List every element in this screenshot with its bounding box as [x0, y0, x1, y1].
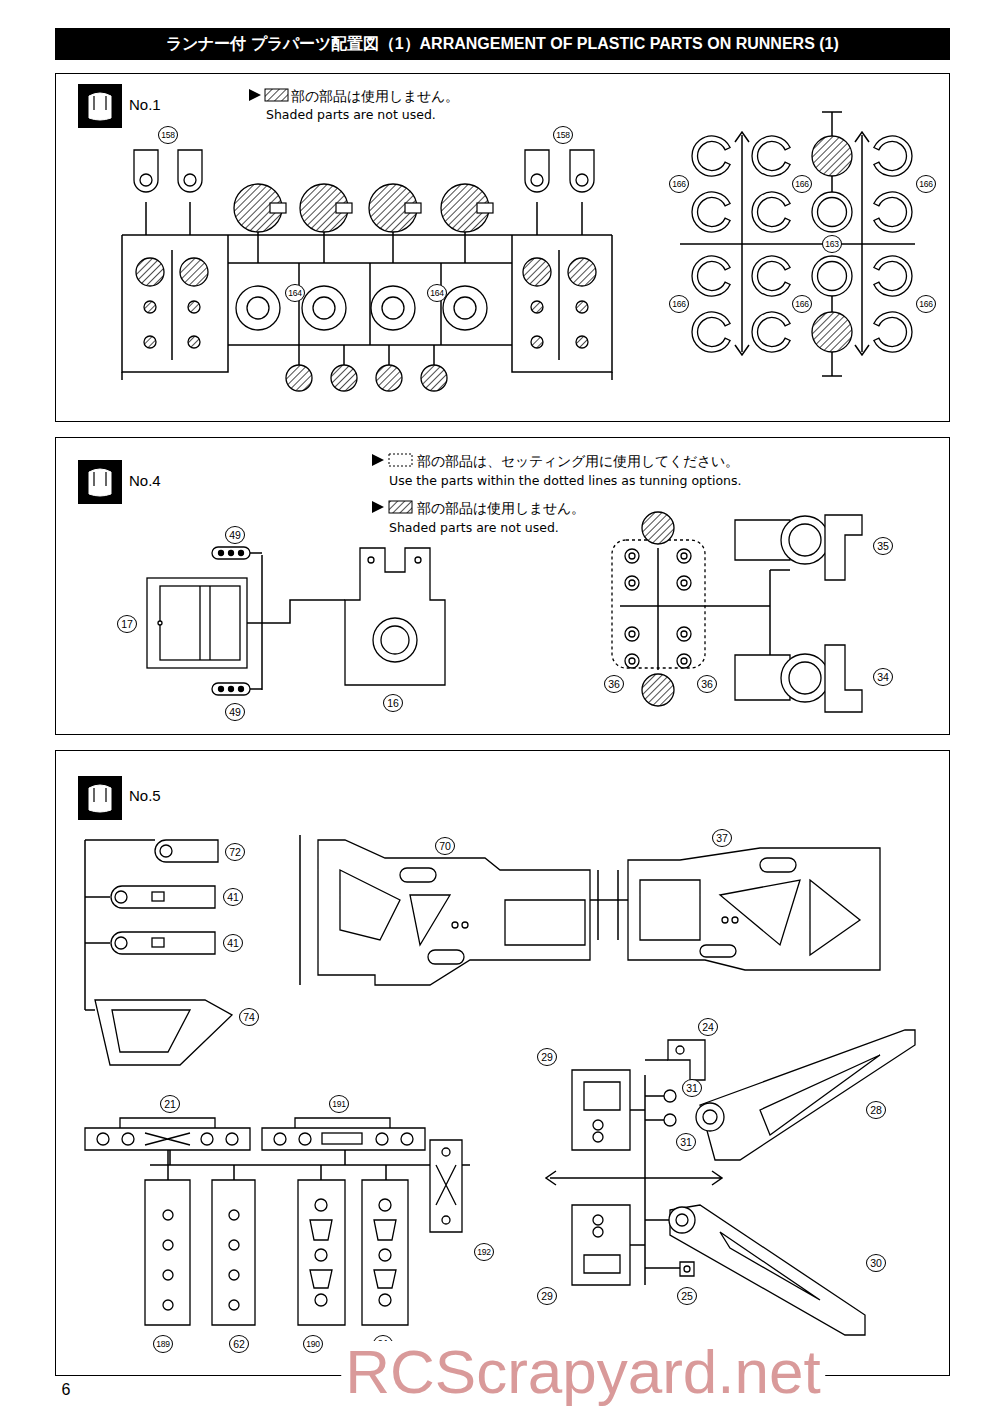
runner-number: No.4 — [129, 472, 161, 490]
callout-number: 192 — [474, 1243, 494, 1261]
callout-number: 189 — [153, 1335, 173, 1353]
callout-number: 158 — [553, 126, 573, 144]
note-text: 部の部品は、セッティング用に使用してください。 — [417, 453, 739, 469]
callout-number: 16 — [383, 694, 403, 712]
watermark: RCScrapyard.net — [341, 1341, 825, 1403]
callout-number: 21 — [160, 1095, 180, 1113]
callout-number: 35 — [873, 537, 893, 555]
callout-number: 31 — [676, 1133, 696, 1151]
callout-number: 164 — [285, 284, 305, 302]
callout-number: 74 — [239, 1008, 259, 1026]
runner-number: No.1 — [129, 96, 161, 114]
runner-panel: No.5 — [55, 750, 950, 1376]
callout-number: 166 — [669, 295, 689, 313]
callout-number: 25 — [677, 1287, 697, 1305]
callout-number: 191 — [329, 1095, 349, 1113]
runner-number: No.5 — [129, 787, 161, 805]
callout-number: 36 — [697, 675, 717, 693]
callout-number: 72 — [225, 843, 245, 861]
callout-number: 70 — [435, 837, 455, 855]
callout-number: 41 — [223, 934, 243, 952]
callout-number: 49 — [225, 703, 245, 721]
note-text: 部の部品は使用しません。 — [291, 88, 459, 104]
callout-number: 49 — [225, 526, 245, 544]
callout-number: 34 — [873, 668, 893, 686]
callout-number: 24 — [698, 1018, 718, 1036]
title-band: ランナー付 プラパーツ配置図（1）ARRANGEMENT OF PLASTIC … — [55, 28, 950, 60]
page-title: ランナー付 プラパーツ配置図（1）ARRANGEMENT OF PLASTIC … — [166, 34, 839, 55]
callout-number: 29 — [537, 1287, 557, 1305]
callout-number: 30 — [866, 1254, 886, 1272]
callout-number: 36 — [604, 675, 624, 693]
callout-number: 166 — [792, 295, 812, 313]
callout-number: 163 — [822, 235, 842, 253]
callout-number: 166 — [916, 175, 936, 193]
note-text: Shaded parts are not used. — [389, 520, 559, 535]
callout-number: 41 — [223, 888, 243, 906]
callout-number: 164 — [427, 284, 447, 302]
callout-number: 166 — [916, 295, 936, 313]
runner-panel: No.4 部の部品は、セッティング用に使用してください。 Use the parts… — [55, 437, 950, 735]
page-number: 6 — [62, 1381, 71, 1399]
runner-panel: No.1 部の部品は使用しません。 Shaded parts are not use… — [55, 73, 950, 422]
note-text: Shaded parts are not used. — [266, 107, 436, 122]
note-text: Use the parts within the dotted lines as… — [389, 473, 741, 488]
callout-number: 166 — [669, 175, 689, 193]
callout-number: 158 — [158, 126, 178, 144]
callout-number: 29 — [537, 1048, 557, 1066]
callout-number: 166 — [792, 175, 812, 193]
callout-number: 190 — [303, 1335, 323, 1353]
note-text: 部の部品は使用しません。 — [417, 500, 585, 516]
callout-number: 28 — [866, 1101, 886, 1119]
callout-number: 17 — [117, 615, 137, 633]
callout-number: 31 — [682, 1079, 702, 1097]
callout-number: 37 — [712, 829, 732, 847]
callout-number: 62 — [229, 1335, 249, 1353]
